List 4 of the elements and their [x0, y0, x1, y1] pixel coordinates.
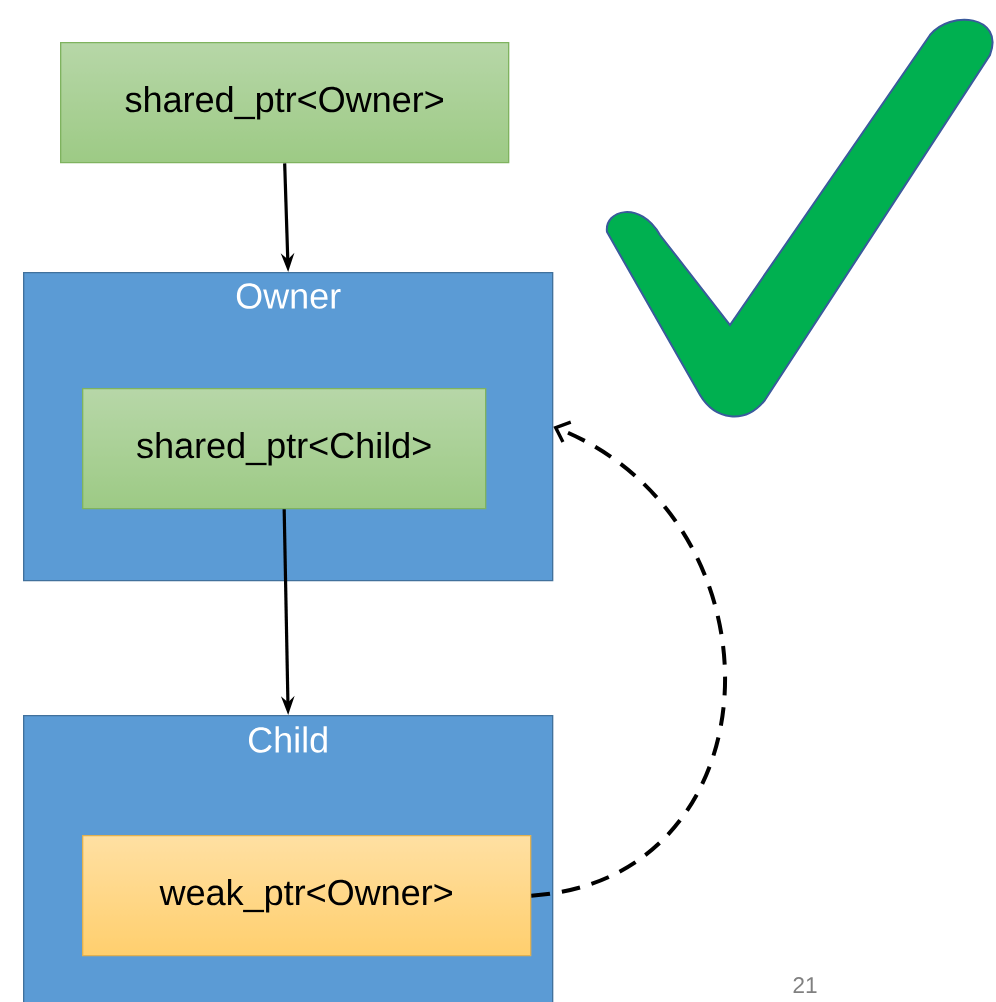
pointer-box: shared_ptr<Owner> — [60, 42, 510, 164]
page-number: 21 — [793, 977, 817, 993]
pointer-box: shared_ptr<Child> — [82, 388, 487, 510]
pointer-box: weak_ptr<Owner> — [82, 835, 532, 957]
